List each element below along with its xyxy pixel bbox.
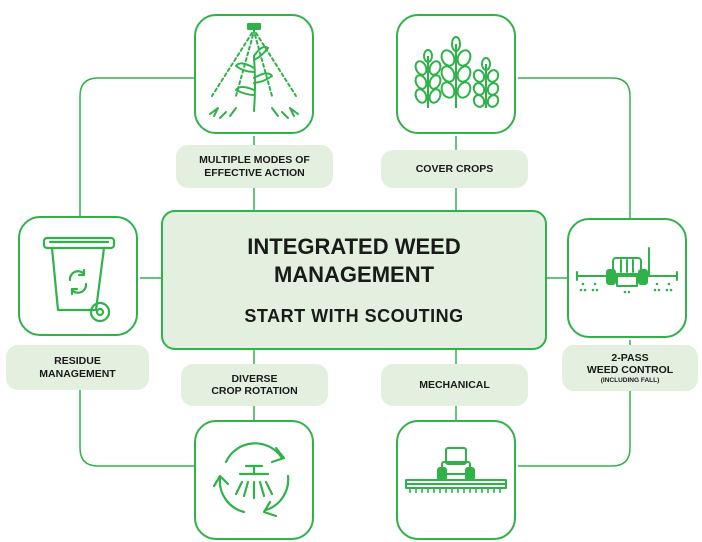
- diverse-crop-rotation-label: DIVERSE CROP ROTATION: [181, 364, 328, 406]
- diverse-crop-rotation-icon-box: [194, 420, 314, 540]
- center-topic-box: INTEGRATED WEED MANAGEMENT START WITH SC…: [161, 210, 547, 350]
- cover-crops-icon-box: [396, 14, 516, 134]
- residue-management-label-line-1: RESIDUE: [54, 355, 101, 367]
- two-pass-label-line-2: WEED CONTROL: [586, 364, 674, 376]
- rotation-arrows-icon: [212, 442, 290, 518]
- waste-bin-icon: [42, 236, 116, 323]
- cover-crops-label-line-1: COVER CROPS: [415, 162, 494, 175]
- two-pass-label: 2-PASS WEED CONTROL (INCLUDING FALL): [562, 345, 698, 391]
- diverse-crop-rotation-label-line-1: DIVERSE: [231, 372, 278, 385]
- sprayer-plant-icon: [209, 23, 299, 119]
- mechanical-label: MECHANICAL: [381, 364, 528, 406]
- cover-crops-label: COVER CROPS: [381, 150, 528, 188]
- residue-management-label: RESIDUE MANAGEMENT: [6, 345, 149, 390]
- tractor-sprayer-icon: [576, 247, 678, 294]
- tractor-harrow-icon: [405, 447, 507, 493]
- multiple-modes-label: MULTIPLE MODES OF EFFECTIVE ACTION: [176, 145, 333, 188]
- mechanical-icon-box: [396, 420, 516, 540]
- two-pass-icon-box: [567, 218, 687, 338]
- multiple-modes-label-line-1: MULTIPLE MODES OF: [199, 154, 310, 166]
- multiple-modes-label-line-2: EFFECTIVE ACTION: [204, 166, 305, 179]
- wheat-stalks-icon: [414, 36, 500, 108]
- two-pass-label-sub: (INCLUDING FALL): [600, 376, 660, 384]
- center-title: INTEGRATED WEED MANAGEMENT: [247, 234, 461, 287]
- diverse-crop-rotation-label-line-2: CROP ROTATION: [211, 385, 298, 397]
- multiple-modes-icon-box: [194, 14, 314, 134]
- center-subtitle: START WITH SCOUTING: [244, 306, 464, 326]
- mechanical-label-line-1: MECHANICAL: [419, 378, 490, 391]
- two-pass-label-line-1: 2-PASS: [611, 351, 649, 364]
- residue-management-icon-box: [18, 216, 138, 336]
- residue-management-label-line-2: MANAGEMENT: [39, 367, 116, 380]
